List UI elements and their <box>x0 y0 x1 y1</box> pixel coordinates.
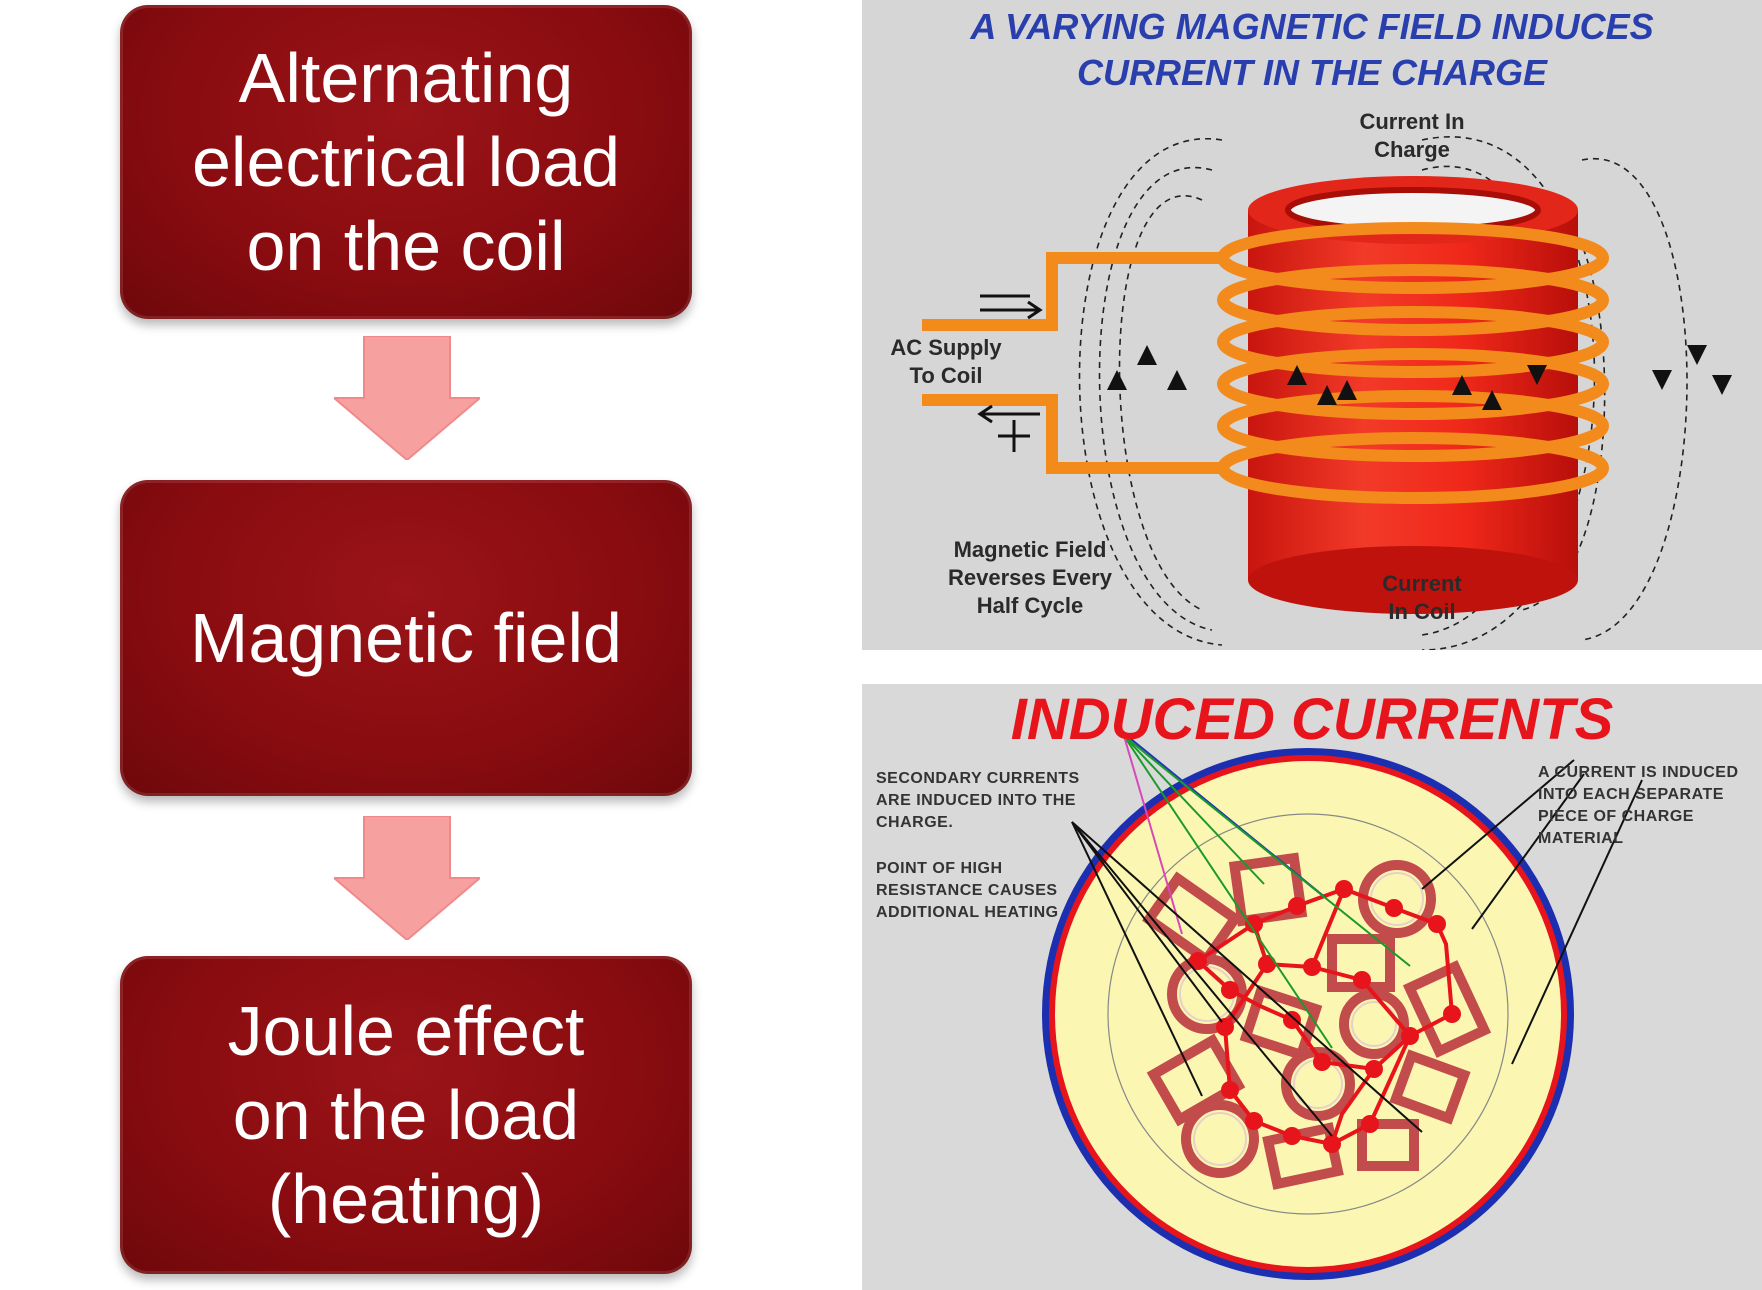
label-magnetic-field-reverses: Magnetic Field Reverses Every Half Cycle <box>948 537 1112 618</box>
charge-pieces <box>1142 852 1492 1190</box>
diagram-top-title: A VARYING MAGNETIC FIELD INDUCES CURRENT… <box>862 4 1762 96</box>
down-arrow-icon <box>334 336 480 460</box>
flow-step-alternating-load: Alternating electrical load on the coil <box>120 5 692 319</box>
coil-illustration <box>922 136 1732 650</box>
label-point-high-resistance: POINT OF HIGH RESISTANCE CAUSES ADDITION… <box>876 860 1059 921</box>
flow-step-magnetic-field: Magnetic field <box>120 480 692 796</box>
flow-step-label: Alternating electrical load on the coil <box>192 39 620 285</box>
label-current-in-coil: Current In Coil <box>1382 571 1462 624</box>
induction-coil-diagram: A VARYING MAGNETIC FIELD INDUCES CURRENT… <box>862 0 1762 650</box>
label-ac-supply: AC Supply To Coil <box>890 335 1002 388</box>
flow-step-label: Magnetic field <box>190 599 622 677</box>
label-current-in-charge: Current In Charge <box>1359 109 1465 162</box>
title-line-1: A VARYING MAGNETIC FIELD INDUCES <box>970 6 1654 47</box>
flow-step-joule-effect: Joule effect on the load (heating) <box>120 956 692 1274</box>
label-current-each-piece: A CURRENT IS INDUCED INTO EACH SEPARATE … <box>1538 764 1739 847</box>
title-line-2: CURRENT IN THE CHARGE <box>1076 52 1547 93</box>
label-secondary-currents: SECONDARY CURRENTS ARE INDUCED INTO THE … <box>876 770 1080 831</box>
induced-currents-title: INDUCED CURRENTS <box>1010 687 1614 752</box>
coil-windings <box>1217 222 1609 504</box>
induced-currents-diagram: INDUCED CURRENTS SECONDARY CURRENTS ARE … <box>862 684 1762 1290</box>
induced-currents-illustration <box>1042 725 1643 1280</box>
flow-step-label: Joule effect on the load (heating) <box>227 992 585 1238</box>
down-arrow-icon <box>334 816 480 940</box>
